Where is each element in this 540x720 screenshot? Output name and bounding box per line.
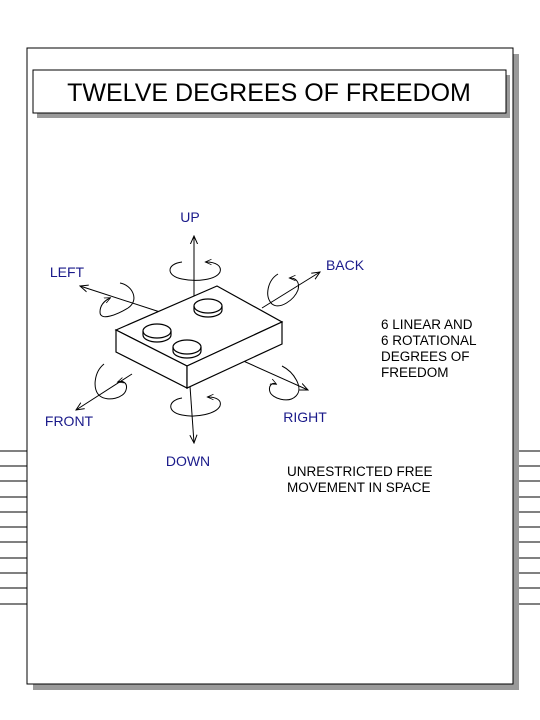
- movement-note-line-2: MOVEMENT IN SPACE: [287, 480, 431, 495]
- label-left: LEFT: [50, 264, 85, 280]
- rotation-arrows: [94, 262, 300, 417]
- title-box: [32, 69, 507, 114]
- label-front: FRONT: [45, 413, 94, 429]
- rotation-right-icon: [269, 365, 300, 401]
- label-up: UP: [180, 209, 199, 225]
- slide-frame: [26, 47, 514, 685]
- left-margin-lines: [0, 450, 27, 605]
- right-margin-lines: [519, 450, 540, 605]
- dof-note: 6 LINEAR AND 6 ROTATIONAL DEGREES OF FRE…: [381, 317, 477, 380]
- dof-note-line-2: 6 ROTATIONAL: [381, 333, 477, 348]
- rotation-back-icon: [267, 273, 299, 307]
- left-axis-arrow: [80, 286, 161, 313]
- dof-note-line-4: FREEDOM: [381, 365, 449, 380]
- stud-front: [172, 339, 202, 355]
- rotation-up-icon: [169, 262, 221, 281]
- rotation-front-icon: [94, 363, 127, 400]
- movement-note-line-1: UNRESTRICTED FREE: [287, 464, 433, 479]
- movement-note: UNRESTRICTED FREE MOVEMENT IN SPACE: [287, 464, 433, 495]
- label-right: RIGHT: [283, 409, 327, 425]
- page-title: TWELVE DEGREES OF FREEDOM: [67, 79, 471, 107]
- rotation-left-icon: [99, 282, 135, 318]
- dof-note-line-1: 6 LINEAR AND: [381, 317, 473, 332]
- label-back: BACK: [326, 257, 365, 273]
- label-down: DOWN: [166, 453, 210, 469]
- down-axis-arrow: [190, 385, 194, 443]
- rotation-down-icon: [170, 397, 221, 417]
- stud-left: [142, 323, 172, 339]
- block: [114, 285, 284, 389]
- back-axis-arrow: [261, 272, 320, 309]
- stud-top: [193, 298, 223, 314]
- dof-note-line-3: DEGREES OF: [381, 349, 470, 364]
- block-right-face: [186, 321, 283, 389]
